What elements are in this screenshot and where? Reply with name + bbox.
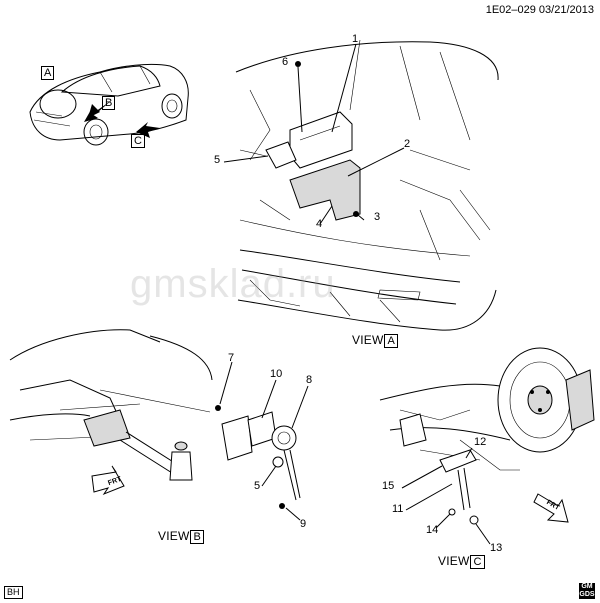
zone-tag-a: A bbox=[41, 66, 55, 80]
callout-13: 13 bbox=[490, 542, 503, 554]
callout-6: 6 bbox=[282, 56, 289, 68]
document-code: 1E02–029 03/21/2013 bbox=[485, 4, 594, 16]
callout-5-view-b: 5 bbox=[254, 480, 261, 492]
callout-12: 12 bbox=[474, 436, 487, 448]
callout-3: 3 bbox=[374, 211, 381, 223]
view-c-illustration bbox=[379, 347, 595, 545]
view-a-text: VIEW bbox=[352, 333, 384, 347]
view-b-text: VIEW bbox=[158, 529, 190, 543]
view-a-letter: A bbox=[384, 334, 399, 348]
view-a-illustration bbox=[223, 39, 499, 331]
callout-11: 11 bbox=[392, 503, 404, 515]
view-b-illustration bbox=[9, 329, 309, 521]
view-b-letter: B bbox=[190, 530, 205, 544]
view-c-text: VIEW bbox=[438, 554, 470, 568]
callout-2: 2 bbox=[404, 138, 411, 150]
corner-code-box: BH bbox=[4, 586, 23, 599]
zone-tag-c: C bbox=[131, 134, 145, 148]
callout-10: 10 bbox=[270, 368, 283, 380]
callout-7: 7 bbox=[228, 352, 235, 364]
view-c-letter: C bbox=[470, 555, 485, 569]
watermark-text: gmsklad.ru bbox=[130, 262, 336, 306]
callout-8: 8 bbox=[306, 374, 313, 386]
callout-15: 15 bbox=[382, 480, 395, 492]
zone-tag-b: B bbox=[102, 96, 116, 110]
callout-14: 14 bbox=[426, 524, 439, 536]
gm-logo: GM GDS bbox=[579, 583, 595, 599]
callout-9: 9 bbox=[300, 518, 307, 530]
callout-1: 1 bbox=[352, 33, 359, 45]
callout-5: 5 bbox=[214, 154, 221, 166]
callout-4: 4 bbox=[316, 218, 323, 230]
